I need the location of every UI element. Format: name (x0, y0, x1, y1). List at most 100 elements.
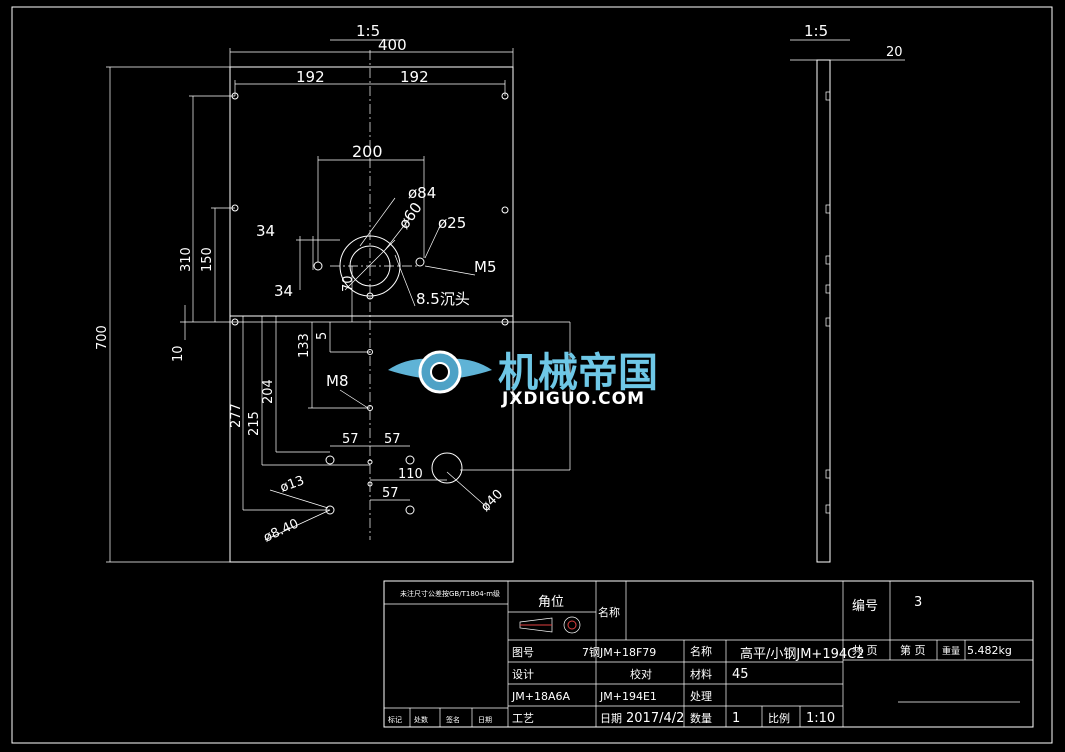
hole-below-bore (366, 292, 374, 300)
tb-gong: 共 页 (852, 644, 878, 657)
sheet-border (11, 6, 1053, 744)
tb-zhongliang-value: 5.482kg (967, 644, 1012, 657)
scale-front: 1:5 (356, 22, 380, 40)
dim-85: 8.5沉头 (416, 290, 470, 308)
logo-watermark: 机械帝国 JXDIGUO.COM (388, 350, 658, 409)
dim-192-left: 192 (296, 68, 325, 86)
dim-150: 150 (200, 247, 215, 272)
bore-84 (339, 235, 401, 297)
tb-tuhao-value: 7钢JM+18F79 (582, 646, 656, 659)
tb-jiaodui: 校对 (630, 667, 652, 681)
tb-riqi-label: 日期 (600, 712, 622, 725)
dimension-texts: 1:5 1:5 400 192 192 200 ø84 ø60 ø25 34 3… (95, 22, 903, 546)
dim-57b: 57 (384, 432, 401, 447)
dim-310: 310 (179, 247, 194, 272)
tb-bili-value: 1:10 (806, 711, 835, 726)
dim-277: 277 (229, 403, 244, 428)
dim-200: 200 (352, 142, 383, 161)
side-hole-1 (825, 91, 831, 101)
part-sketch-icon (519, 616, 581, 634)
tb-col-a: 标记 (388, 715, 402, 724)
hole-40 (431, 452, 463, 484)
dim-dia60: ø60 (395, 199, 426, 232)
tb-shuliang-value: 1 (732, 711, 740, 726)
dim-m5: M5 (474, 258, 497, 276)
leader-13 (269, 489, 329, 509)
dim-dia13: ø13 (278, 473, 306, 495)
tb-riqi-value: 2017/4/2 (626, 711, 684, 726)
dim-dia84: ø84 (408, 184, 436, 202)
tb-gongyi: 工艺 (512, 712, 534, 725)
dim-215: 215 (247, 411, 262, 436)
dim-204: 204 (261, 379, 276, 404)
side-plate (816, 59, 831, 563)
scale-side: 1:5 (804, 22, 828, 40)
tb-mingcheng-label: 名称 (690, 644, 712, 658)
dim-m8: M8 (326, 372, 349, 390)
tb-di: 第 页 (900, 643, 926, 657)
sketch-outer-circle (563, 616, 581, 634)
leader-25 (424, 225, 441, 259)
logo-gear-center (430, 362, 450, 382)
leader-85 (394, 254, 416, 307)
dim-400: 400 (378, 36, 407, 54)
dim-34a: 34 (256, 222, 275, 240)
tb-ref1: JM+18A6A (511, 690, 570, 703)
leader-84 (359, 197, 396, 247)
plate-outline (229, 66, 514, 563)
tb-mingcheng-value: 高平/小钢JM+194C2 (740, 646, 864, 662)
tb-note: 未注尺寸公差按GB/T1804-m级 (400, 589, 500, 598)
tb-cailiao-label: 材料 (690, 667, 712, 681)
dimension-lines (106, 48, 571, 563)
leader-40 (446, 471, 491, 511)
dim-dia25: ø25 (438, 214, 466, 232)
dim-dia40: ø40 (478, 487, 506, 515)
side-hole-4 (825, 284, 831, 294)
dim-110: 110 (398, 467, 423, 482)
hole-center-lower (367, 481, 373, 487)
logo-main-text: 机械帝国 (498, 350, 658, 396)
dim-10: 10 (171, 345, 186, 362)
hole-mid-right (501, 206, 509, 214)
hole-left-57 (325, 455, 335, 465)
tb-chuli: 处理 (690, 690, 712, 703)
tb-col-d: 日期 (478, 716, 492, 724)
side-hole-6 (825, 469, 831, 479)
tb-col-b: 处数 (414, 715, 428, 724)
leader-m5 (424, 265, 476, 276)
tb-ref2: JM+194E1 (599, 690, 657, 703)
title-block: 未注尺寸公差按GB/T1804-m级 角位 名称 图号 7钢JM+18F79 名… (383, 580, 1034, 728)
leader-840 (264, 509, 331, 541)
side-hole-5 (825, 317, 831, 327)
bore-60 (349, 245, 391, 287)
tb-mingcheng-top: 名称 (598, 605, 620, 619)
side-hole-2 (825, 204, 831, 214)
sketch-inner-circle (567, 620, 577, 630)
hole-m5 (415, 257, 425, 267)
side-hole-3 (825, 255, 831, 265)
title-block-frame (383, 580, 1034, 728)
tb-col-c: 签名 (446, 715, 460, 724)
leader-m8 (339, 389, 369, 409)
dim-70: 70 (341, 275, 356, 292)
leader-60 (384, 217, 411, 251)
dim-57a: 57 (342, 432, 359, 447)
dim-133: 133 (297, 333, 312, 358)
dim-5: 5 (315, 332, 330, 340)
dim-dia840: ø8.40 (261, 516, 301, 545)
side-hole-7 (825, 504, 831, 514)
sketch-body (519, 617, 553, 633)
dim-700: 700 (95, 325, 110, 350)
tb-bili-label: 比例 (768, 711, 790, 725)
hole-34 (313, 261, 323, 271)
logo-sub-text: JXDIGUO.COM (501, 389, 645, 409)
tb-zhongliang-label: 重量 (942, 645, 960, 657)
tb-sheji: 设计 (512, 668, 534, 681)
dim-57c: 57 (382, 486, 399, 501)
front-view (229, 50, 514, 563)
tb-bianhao-value: 3 (914, 595, 922, 610)
tb-jiaowei: 角位 (538, 595, 564, 610)
side-view (790, 39, 905, 563)
